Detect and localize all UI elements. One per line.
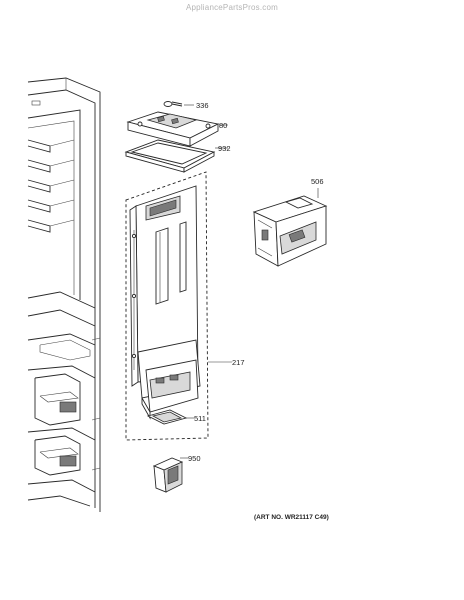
part-932-gasket [124,139,228,173]
callout-511: 511 [194,414,206,423]
callout-950: 950 [188,454,201,463]
refrigerator-cabinet [27,77,101,512]
part-80-dispenser-cover [126,111,228,147]
callout-506: 506 [311,177,324,186]
callout-217: 217 [232,358,245,367]
part-217-dispenser-housing-assembly [125,171,232,441]
callout-80: 80 [219,121,227,130]
part-506-module [252,188,328,267]
freezer-drawers [27,365,96,507]
callout-336: 336 [196,101,209,110]
art-number: (ART NO. WR21117 C49) [254,514,329,521]
callout-932: 932 [218,144,231,153]
part-336-screw [163,101,194,107]
shelf-ribs [27,139,75,233]
watermark: AppliancePartsPros.com [186,3,278,12]
part-511-drip-tray [146,409,194,425]
callout-labels: 336 80 932 506 217 511 950 (ART NO. WR21… [188,101,329,521]
part-950-bracket [152,457,188,493]
